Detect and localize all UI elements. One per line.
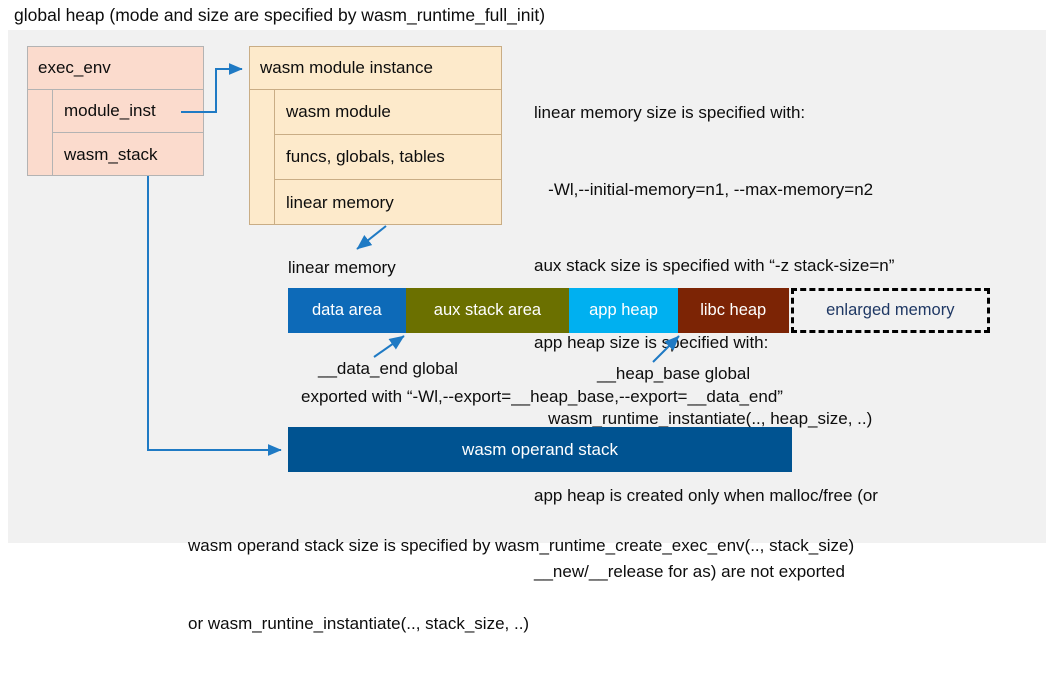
operand-stack-note-line: wasm operand stack size is specified by … bbox=[188, 536, 855, 555]
operand-stack-notes: wasm operand stack size is specified by … bbox=[188, 481, 854, 689]
annotation-exported-with: exported with “-Wl,--export=__heap_base,… bbox=[301, 387, 783, 406]
exec-env-box bbox=[27, 46, 204, 176]
wasm-module-instance-header: wasm module instance bbox=[249, 46, 502, 90]
annotation-heap-base: __heap_base global bbox=[597, 364, 751, 383]
note-line: -Wl,--initial-memory=n1, --max-memory=n2 bbox=[534, 179, 874, 199]
module-instance-row-funcs-globals-tables: funcs, globals, tables bbox=[275, 135, 502, 180]
linear-memory-bar: data area aux stack area app heap libc h… bbox=[288, 288, 990, 333]
linear-memory-label: linear memory bbox=[288, 258, 396, 277]
memory-segment-enlarged-memory: enlarged memory bbox=[790, 288, 990, 333]
diagram-canvas: global heap (mode and size are specified… bbox=[8, 5, 1046, 633]
exec-env-header: exec_env bbox=[27, 46, 204, 90]
annotation-data-end: __data_end global bbox=[318, 359, 458, 378]
wasm-operand-stack-bar: wasm operand stack bbox=[288, 427, 792, 472]
note-line: app heap size is specified with: bbox=[534, 332, 769, 352]
memory-segment-libc-heap: libc heap bbox=[677, 288, 789, 333]
exec-env-indent-column bbox=[27, 90, 53, 176]
page-title: global heap (mode and size are specified… bbox=[14, 5, 546, 25]
note-line: app heap is created only when malloc/fre… bbox=[534, 485, 878, 505]
exec-env-row-wasm-stack: wasm_stack bbox=[64, 144, 158, 164]
memory-segment-app-heap: app heap bbox=[569, 288, 678, 333]
note-line: aux stack size is specified with “-z sta… bbox=[534, 256, 895, 275]
exec-env-row-module-inst: module_inst bbox=[53, 90, 204, 133]
module-instance-row-wasm-module: wasm module bbox=[275, 90, 502, 135]
operand-stack-note-line: or wasm_runtine_instantiate(.., stack_si… bbox=[188, 614, 530, 633]
note-line: linear memory size is specified with: bbox=[534, 103, 806, 122]
memory-segment-data-area: data area bbox=[288, 288, 406, 333]
note-line: wasm_runtime_instantiate(.., heap_size, … bbox=[534, 409, 873, 428]
wasm-module-instance-indent-column bbox=[249, 90, 275, 225]
module-instance-row-linear-memory: linear memory bbox=[286, 192, 394, 212]
memory-segment-aux-stack-area: aux stack area bbox=[405, 288, 570, 333]
wasm-module-instance-box bbox=[249, 46, 502, 225]
